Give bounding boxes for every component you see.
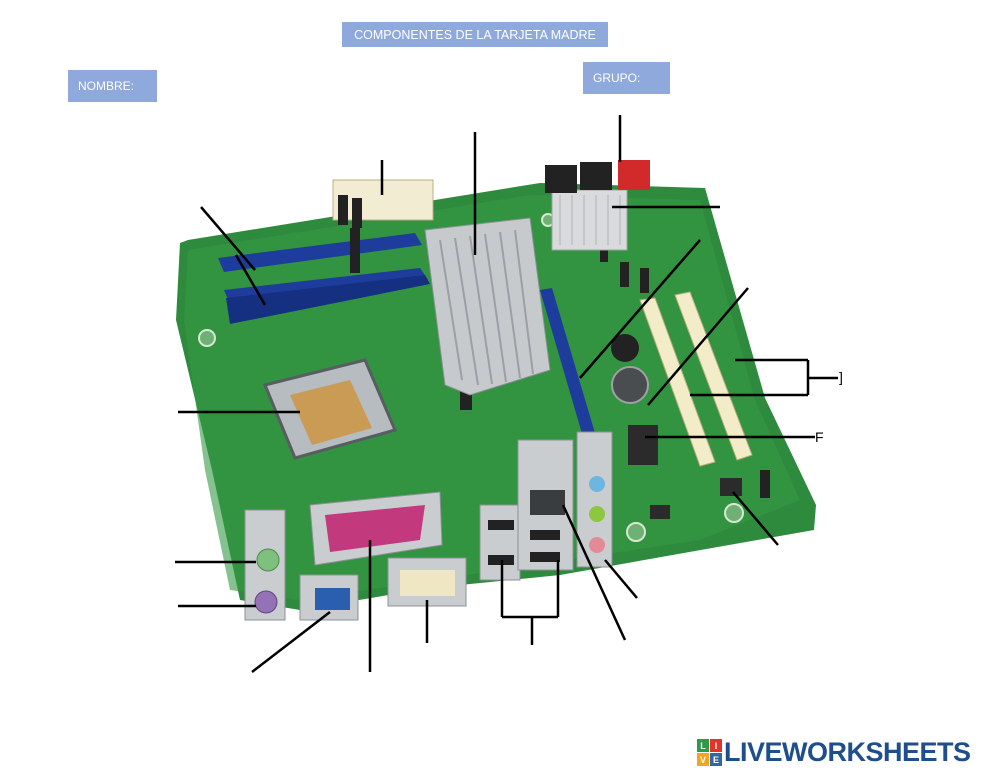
logo-letter-l: L bbox=[697, 739, 709, 752]
worksheet-title: COMPONENTES DE LA TARJETA MADRE bbox=[342, 22, 608, 47]
small-chips bbox=[628, 425, 742, 519]
northbridge-heatsink bbox=[424, 217, 551, 396]
liveworksheets-logo-icon: L I V E bbox=[697, 739, 722, 766]
stray-mark-lower: F bbox=[815, 429, 824, 445]
pcie-x16-slot bbox=[540, 288, 600, 454]
brand-wordmark: LIVEWORKSHEETS bbox=[724, 736, 971, 767]
stray-mark-upper: ] bbox=[839, 369, 843, 385]
cmos-battery bbox=[611, 366, 649, 404]
group-field[interactable]: GRUPO: bbox=[583, 62, 670, 94]
back-panel-io bbox=[244, 431, 613, 621]
logo-letter-e: E bbox=[710, 753, 722, 766]
cpu-socket bbox=[262, 358, 398, 460]
ps2-mouse bbox=[254, 590, 278, 614]
sata-connectors bbox=[545, 160, 650, 193]
southbridge-heatsink bbox=[551, 189, 628, 251]
usb-ports bbox=[479, 504, 521, 581]
liveworksheets-brand: L I V E LIVEWORKSHEETS bbox=[697, 735, 971, 769]
logo-letter-i: I bbox=[710, 739, 722, 752]
ram-slots bbox=[218, 233, 430, 324]
name-field[interactable]: NOMBRE: bbox=[68, 70, 157, 102]
logo-letter-v: V bbox=[697, 753, 709, 766]
pointer-lines bbox=[175, 115, 838, 673]
mounting-holes bbox=[198, 213, 744, 542]
ps2-keyboard bbox=[256, 548, 280, 572]
